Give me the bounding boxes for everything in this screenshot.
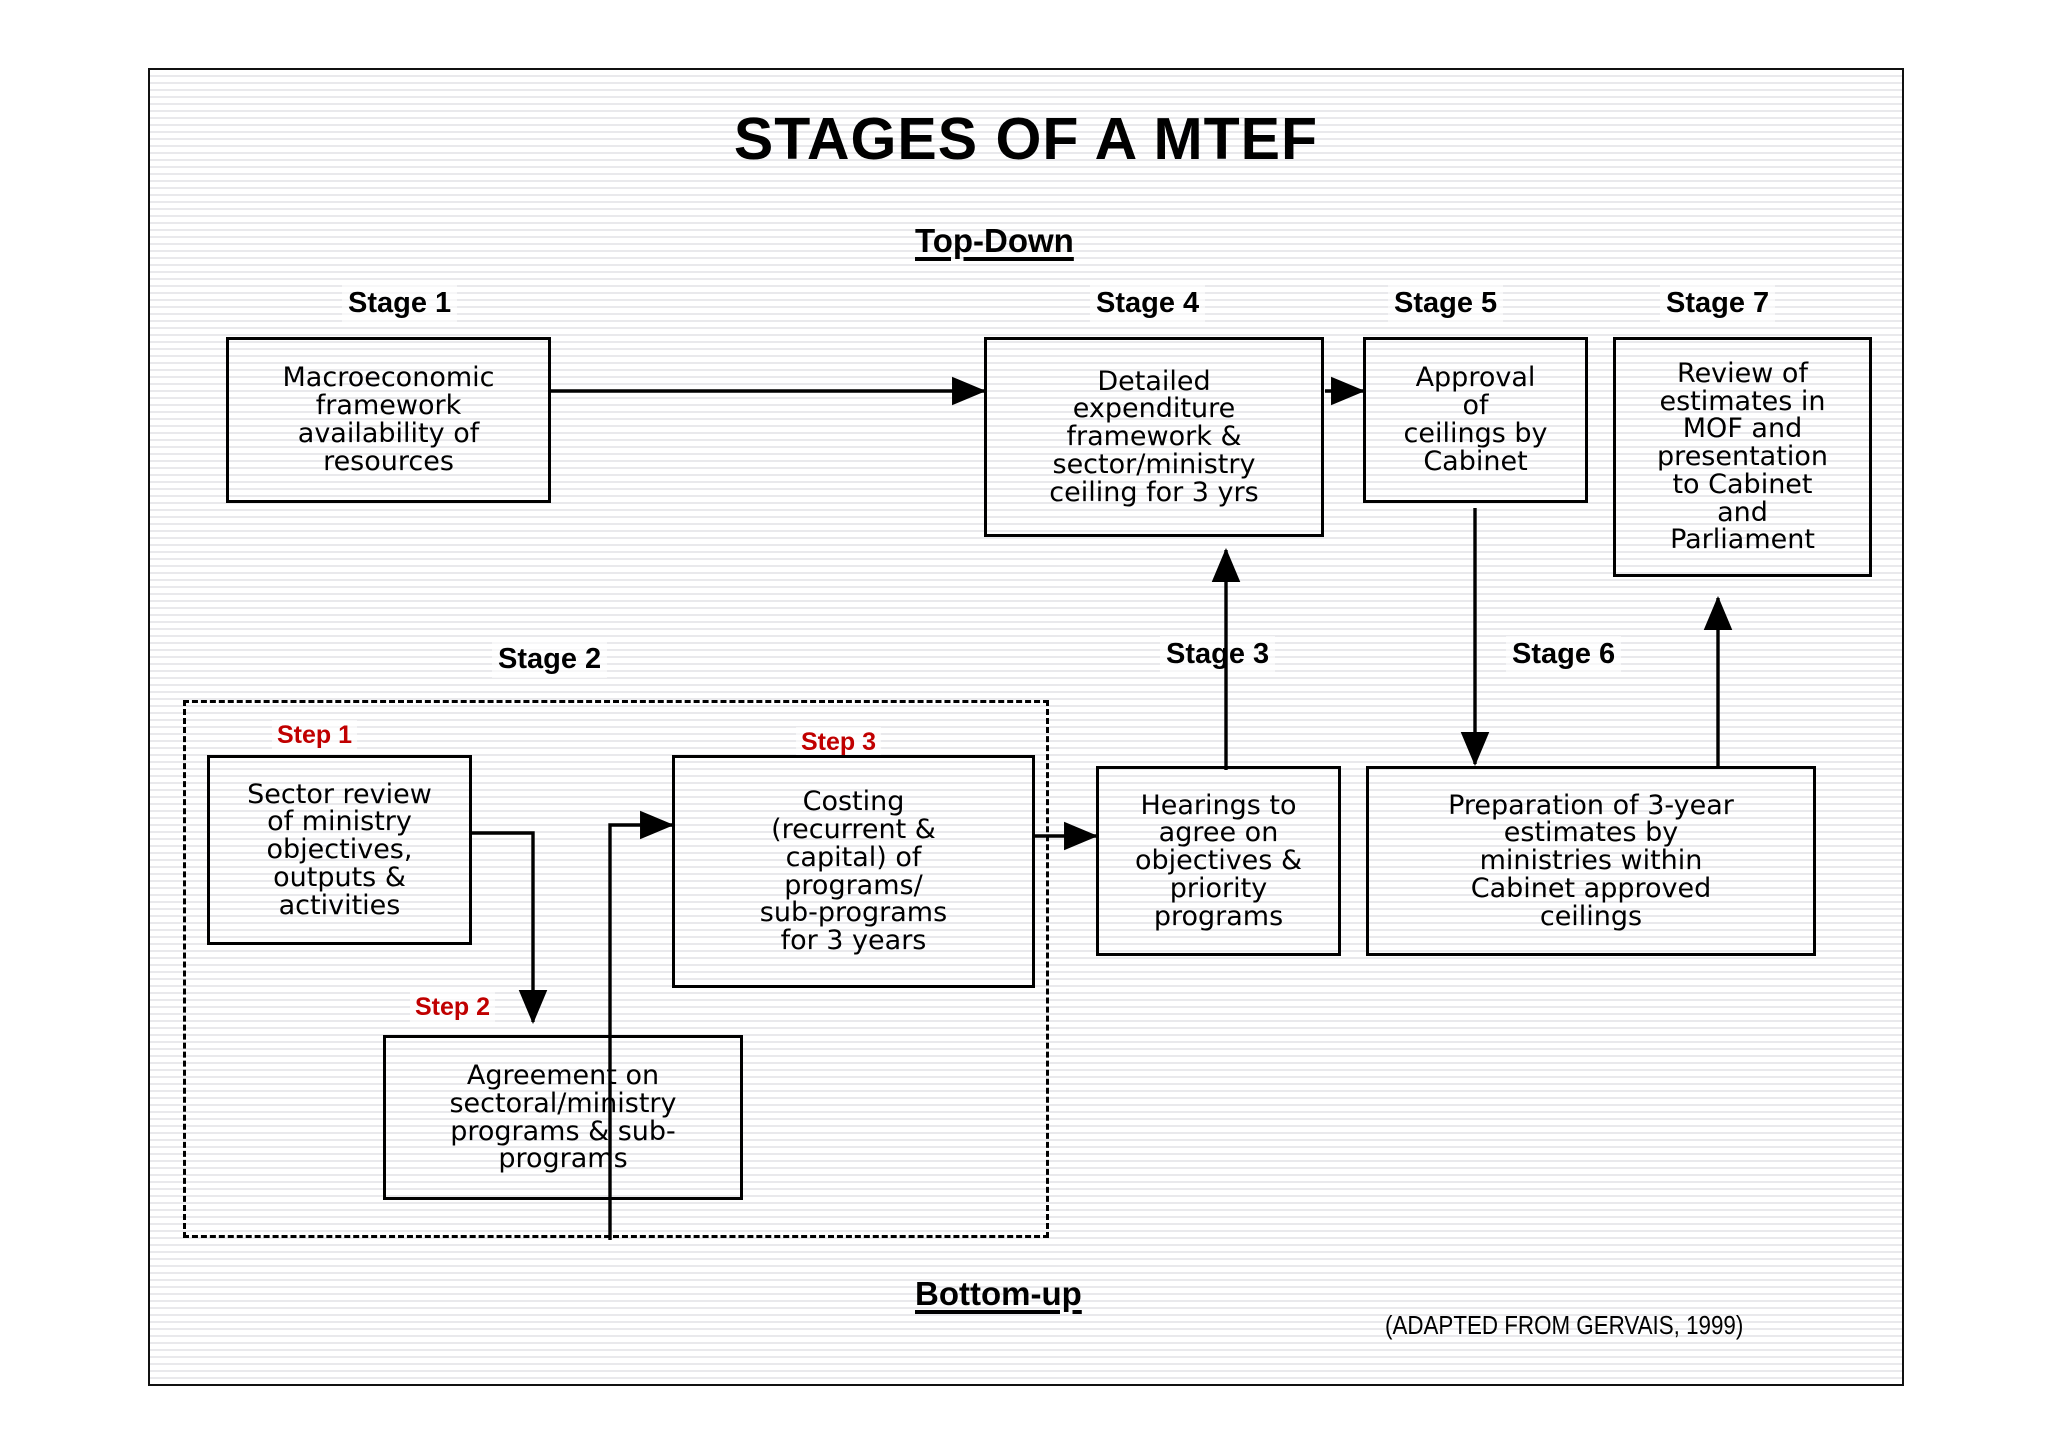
top-down-label: Top-Down [915, 222, 1074, 259]
node-agreement-on-programs[interactable]: Agreement on sectoral/ministry programs … [383, 1035, 743, 1200]
stage-label-7: Stage 7 [1660, 285, 1776, 322]
stage-label-5: Stage 5 [1388, 285, 1504, 322]
node-detailed-expenditure-framework[interactable]: Detailed expenditure framework & sector/… [984, 337, 1324, 537]
page-title: STAGES OF A MTEF [733, 106, 1319, 172]
stage-label-2: Stage 2 [492, 641, 608, 678]
stage-label-4: Stage 4 [1090, 285, 1206, 322]
step-label-3: Step 3 [796, 727, 882, 758]
step-label-1: Step 1 [272, 720, 358, 751]
attribution-text: (ADAPTED FROM GERVAIS, 1999) [1385, 1310, 1744, 1340]
node-costing[interactable]: Costing (recurrent & capital) of program… [672, 755, 1035, 988]
node-review-of-estimates[interactable]: Review of estimates in MOF and presentat… [1613, 337, 1872, 577]
stage-label-1: Stage 1 [342, 285, 458, 322]
node-approval-of-ceilings[interactable]: Approval of ceilings by Cabinet [1363, 337, 1588, 503]
stage-label-6: Stage 6 [1506, 636, 1622, 673]
bottom-up-label: Bottom-up [915, 1275, 1082, 1312]
node-macroeconomic-framework[interactable]: Macroeconomic framework availability of … [226, 337, 551, 503]
node-sector-review[interactable]: Sector review of ministry objectives, ou… [207, 755, 472, 945]
stage-label-3: Stage 3 [1160, 636, 1276, 673]
node-preparation-of-estimates[interactable]: Preparation of 3-year estimates by minis… [1366, 766, 1816, 956]
node-hearings[interactable]: Hearings to agree on objectives & priori… [1096, 766, 1341, 956]
